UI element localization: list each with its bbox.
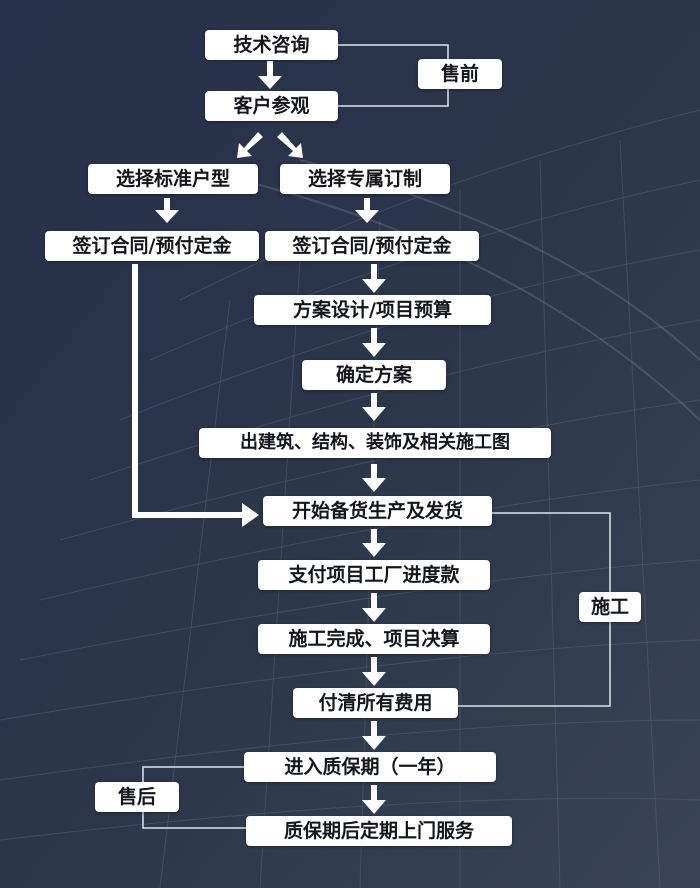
arrow-consult-to-visit (258, 61, 282, 89)
arrow-sign-left-to-production (132, 264, 259, 527)
phase-construction-label: 施工 (579, 592, 641, 622)
arrow-custom-to-sign-right (355, 198, 379, 223)
step-technical-consultation: 技术咨询 (205, 30, 338, 60)
step-sign-contract-left: 签订合同/预付定金 (45, 231, 259, 261)
arrow-design-to-confirm (362, 328, 386, 357)
arrow-complete-to-settle (362, 657, 386, 686)
arrow-confirm-to-drawings (362, 393, 386, 421)
arrow-payment-to-complete (362, 593, 386, 622)
arrow-sign-right-to-design (362, 264, 386, 293)
arrow-drawings-to-production (362, 464, 386, 492)
arrow-production-to-payment (362, 529, 386, 557)
arrow-standard-to-sign-left (155, 198, 179, 223)
phase-presale-label: 售前 (418, 59, 502, 89)
arrow-warranty-to-service (362, 785, 386, 814)
step-issue-construction-drawings: 出建筑、结构、装饰及相关施工图 (199, 428, 551, 458)
step-confirm-plan: 确定方案 (302, 360, 446, 390)
step-regular-onsite-service: 质保期后定期上门服务 (246, 816, 512, 846)
step-construction-complete-settlement: 施工完成、项目决算 (258, 624, 490, 654)
phase-aftersale-label: 售后 (95, 782, 179, 812)
step-start-production-and-shipping: 开始备货生产及发货 (263, 496, 492, 526)
arrow-settle-to-warranty (362, 721, 386, 750)
step-enter-warranty-period: 进入质保期（一年） (244, 752, 496, 782)
step-pay-factory-progress: 支付项目工厂进度款 (258, 560, 490, 590)
arrow-visit-to-custom (277, 132, 303, 158)
arrow-visit-to-standard (237, 132, 263, 158)
step-pay-all-fees: 付清所有费用 (293, 688, 458, 718)
step-select-custom-design: 选择专属订制 (280, 164, 450, 194)
step-customer-visit: 客户参观 (205, 91, 338, 121)
step-select-standard-model: 选择标准户型 (88, 164, 258, 194)
step-design-and-budget: 方案设计/项目预算 (254, 295, 491, 325)
step-sign-contract-right: 签订合同/预付定金 (265, 231, 479, 261)
